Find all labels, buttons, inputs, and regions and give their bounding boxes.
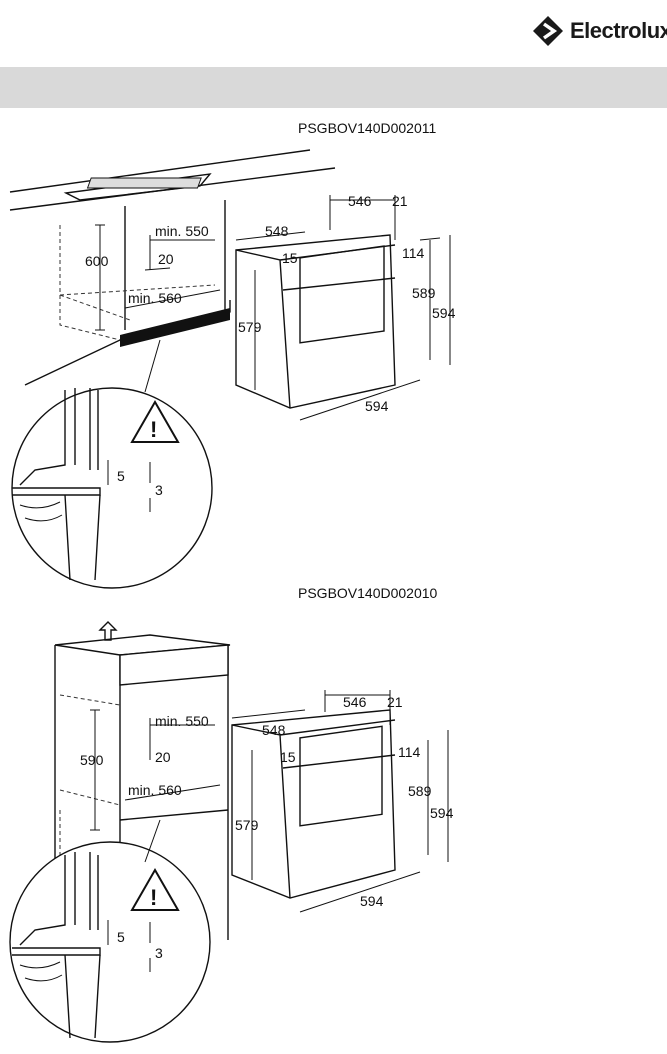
electrolux-logo-icon — [533, 16, 563, 46]
dim-min-width-1: min. 560 — [128, 290, 182, 306]
dim-oven-width-1: 548 — [265, 223, 289, 239]
brand-logo: Electrolux — [532, 15, 667, 47]
dim-gap-5-1: 5 — [117, 468, 125, 484]
dim-vent-gap-2: 20 — [155, 749, 171, 765]
dim-panel-height-2: 114 — [398, 744, 421, 760]
figure-code-2: PSGBOV140D002010 — [298, 585, 438, 601]
installation-diagram-2: 590 min. 550 20 min. 560 546 21 548 15 1… — [9, 621, 454, 1043]
warning-mark-1: ! — [150, 417, 157, 442]
up-arrow-icon — [98, 621, 118, 641]
dim-total-height-2: 594 — [430, 805, 454, 821]
warning-icon — [130, 867, 180, 911]
dim-panel-height-1: 114 — [402, 245, 425, 261]
installation-diagram-1: 600 min. 550 20 min. 560 546 21 548 15 1… — [9, 149, 456, 589]
dim-gap-3-2: 3 — [155, 945, 163, 961]
dim-min-depth-2: min. 550 — [155, 713, 209, 729]
dim-cabinet-height-1: 600 — [85, 253, 109, 269]
dim-front-depth-2: 21 — [387, 694, 403, 710]
dim-top-offset-1: 15 — [282, 250, 298, 266]
warning-icon — [130, 399, 180, 443]
dim-oven-top-depth-1: 546 — [348, 193, 372, 209]
dim-min-depth-1: min. 550 — [155, 223, 209, 239]
dim-oven-top-depth-2: 546 — [343, 694, 367, 710]
dim-total-width-2: 594 — [360, 893, 384, 909]
dim-gap-3-1: 3 — [155, 482, 163, 498]
header-band — [0, 67, 667, 108]
dim-front-depth-1: 21 — [392, 193, 408, 209]
dim-min-width-2: min. 560 — [128, 782, 182, 798]
figure-code-1: PSGBOV140D002011 — [298, 120, 437, 136]
dim-inner-height-1: 589 — [412, 285, 436, 301]
dim-vent-gap-1: 20 — [158, 251, 174, 267]
dim-oven-width-2: 548 — [262, 722, 286, 738]
brand-name: Electrolux — [570, 18, 667, 43]
dim-total-width-1: 594 — [365, 398, 389, 414]
dim-total-height-1: 594 — [432, 305, 456, 321]
warning-mark-2: ! — [150, 885, 157, 910]
dim-gap-5-2: 5 — [117, 929, 125, 945]
dim-top-offset-2: 15 — [280, 749, 296, 765]
dim-body-height-2: 579 — [235, 817, 259, 833]
dim-body-height-1: 579 — [238, 319, 262, 335]
dim-inner-height-2: 589 — [408, 783, 432, 799]
dim-cabinet-height-2: 590 — [80, 752, 104, 768]
